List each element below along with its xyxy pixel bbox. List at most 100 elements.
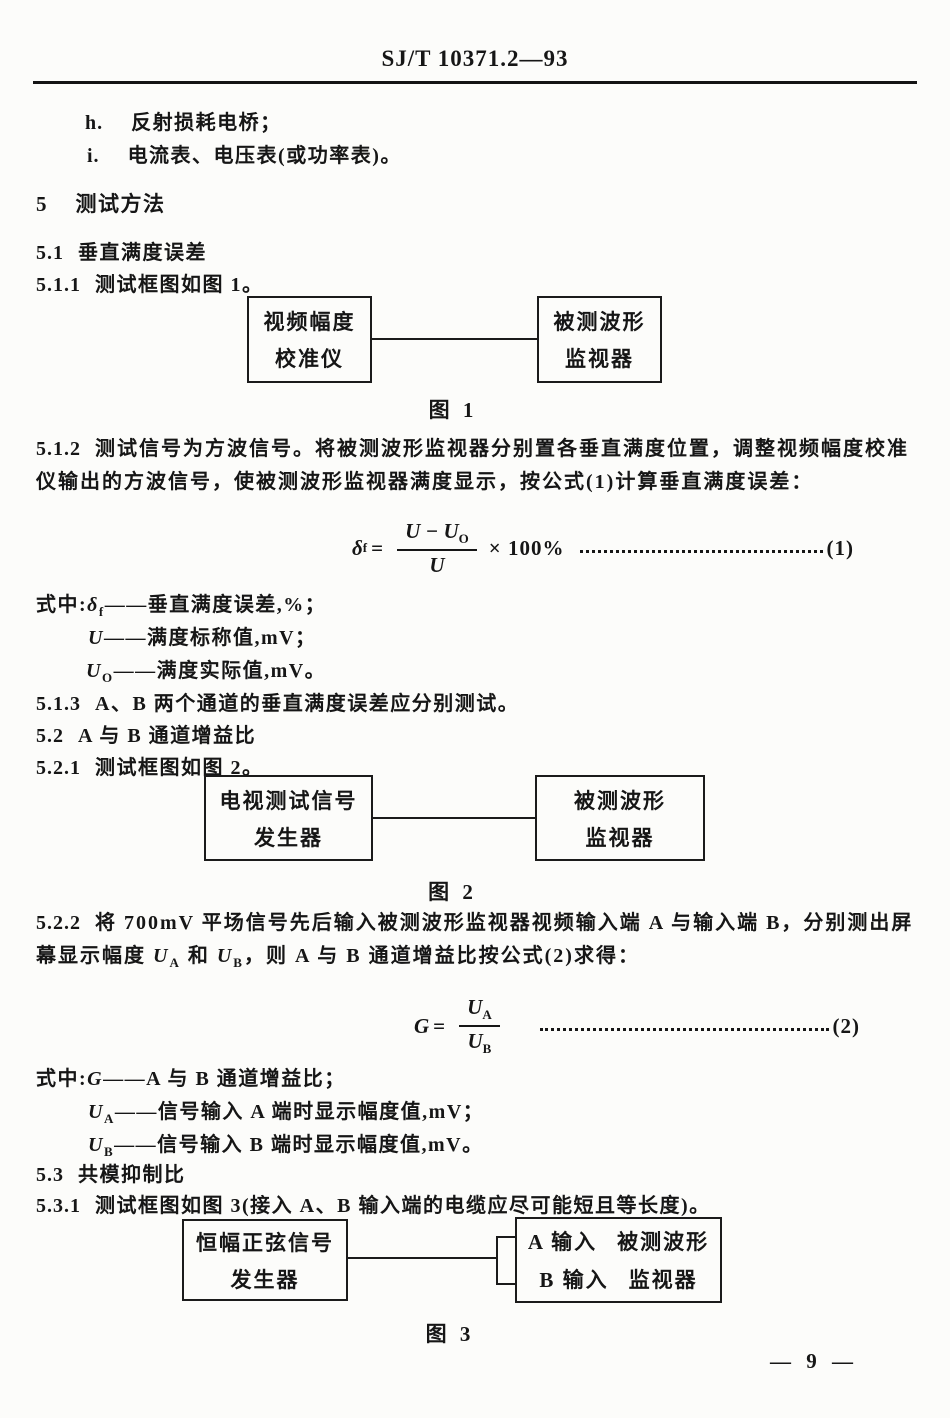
equation-number-2: (2) bbox=[832, 1013, 860, 1038]
input-b-label: B 输入 bbox=[539, 1268, 609, 1292]
box-label-row: B 输入 监视器 bbox=[539, 1264, 697, 1294]
inline-symbol-sub: A bbox=[169, 955, 181, 970]
fraction-denominator: U bbox=[429, 553, 445, 577]
where-dash: —— bbox=[114, 1134, 158, 1156]
clause-text: 和 bbox=[180, 945, 217, 967]
inline-symbol-sub: B bbox=[233, 955, 244, 970]
section-heading-5-2: 5.2 A 与 B 通道增益比 bbox=[36, 719, 256, 748]
figure-1-left-box: 视频幅度 校准仪 bbox=[247, 296, 372, 383]
where-dash: —— bbox=[114, 1101, 158, 1123]
fraction-numerator-sub: O bbox=[458, 531, 469, 547]
where-symbol: U bbox=[88, 1101, 104, 1123]
fraction-denominator-sub: B bbox=[482, 1041, 492, 1057]
where-symbol-sub: O bbox=[101, 670, 114, 685]
box-label-line: 监视器 bbox=[628, 1268, 698, 1292]
section-number: 5.1 bbox=[36, 242, 64, 264]
where-text: 信号输入 A 端时显示幅度值,mV； bbox=[157, 1101, 485, 1123]
fraction-denominator: U bbox=[467, 1029, 483, 1053]
figure-3-bracket-top-stub bbox=[496, 1236, 516, 1238]
where-text: 垂直满度误差,%； bbox=[147, 594, 327, 616]
figure-1-caption: 图 1 bbox=[428, 398, 478, 422]
formula-1-symbol-sub: f bbox=[362, 540, 368, 555]
section-title: 垂直满度误差 bbox=[78, 242, 207, 264]
where-2-row-1: UA——信号输入 A 端时显示幅度值,mV； bbox=[88, 1095, 484, 1127]
section-heading-5-1: 5.1 垂直满度误差 bbox=[36, 236, 207, 265]
figure-3-right-box: A 输入 被测波形 B 输入 监视器 bbox=[515, 1217, 722, 1303]
formula-1-symbol: δ bbox=[352, 535, 363, 560]
section-title: A 与 B 通道增益比 bbox=[78, 725, 257, 747]
clause-text: 将 700mV 平场信号先后输入被测波形监视器视频输入端 A 与输入端 B，分别… bbox=[95, 912, 914, 934]
clause-text: 测试框图如图 1。 bbox=[95, 274, 264, 296]
formula-2-symbol: G bbox=[414, 1013, 430, 1038]
header-rule bbox=[33, 81, 917, 84]
box-label-line: 监视器 bbox=[585, 825, 655, 850]
clause-number: 5.1.2 bbox=[36, 438, 81, 460]
where-symbol: U bbox=[88, 627, 104, 649]
figure-3-bracket-bottom-stub bbox=[496, 1283, 516, 1285]
box-label-line: 视频幅度 bbox=[263, 310, 356, 334]
where-symbol: U bbox=[86, 660, 102, 682]
paragraph-5-2-1: 5.2.1 测试框图如图 2。 bbox=[36, 751, 264, 780]
inline-symbol: U bbox=[153, 945, 170, 967]
figure-2-connector bbox=[371, 817, 535, 819]
equipment-item-h: h.反射损耗电桥； bbox=[85, 106, 282, 135]
clause-text: 幕显示幅度 bbox=[36, 945, 153, 967]
where-symbol: G bbox=[87, 1068, 104, 1090]
section-number: 5 bbox=[36, 192, 48, 216]
box-label-line: 恒幅正弦信号 bbox=[196, 1230, 334, 1255]
fraction-numerator-sub: A bbox=[482, 1007, 492, 1023]
clause-text: 测试框图如图 2。 bbox=[95, 757, 264, 779]
figure-3-caption: 图 3 bbox=[425, 1322, 475, 1346]
clause-text: A、B 两个通道的垂直满度误差应分别测试。 bbox=[95, 693, 520, 715]
clause-number: 5.3.1 bbox=[36, 1195, 81, 1217]
where-symbol: δ bbox=[87, 594, 99, 616]
item-text: 电流表、电压表(或功率表)。 bbox=[127, 145, 402, 167]
paragraph-5-1-3: 5.1.3 A、B 两个通道的垂直满度误差应分别测试。 bbox=[36, 687, 519, 716]
figure-1-connector bbox=[370, 338, 537, 340]
where-text: A 与 B 通道增益比； bbox=[146, 1068, 346, 1090]
figure-3-connector bbox=[346, 1257, 497, 1259]
fraction-numerator: U bbox=[467, 994, 483, 1019]
where-dash: —— bbox=[104, 594, 148, 616]
item-label: i. bbox=[87, 145, 100, 167]
figure-2-left-box: 电视测试信号 发生器 bbox=[204, 775, 373, 861]
formula-2-fraction: UA UB bbox=[459, 995, 500, 1057]
section-number: 5.2 bbox=[36, 725, 64, 747]
box-label-row: A 输入 被测波形 bbox=[528, 1226, 709, 1256]
where-1-row-0: 式中:δf——垂直满度误差,%； bbox=[36, 588, 326, 620]
equals-sign: = bbox=[433, 1013, 446, 1038]
where-2-row-2: UB——信号输入 B 端时显示幅度值,mV。 bbox=[88, 1128, 484, 1160]
clause-text: 测试信号为方波信号。将被测波形监视器分别置各垂直满度位置，调整视频幅度校准 bbox=[95, 438, 909, 460]
where-1-row-2: UO——满度实际值,mV。 bbox=[86, 654, 326, 686]
clause-number: 5.2.1 bbox=[36, 757, 81, 779]
clause-text: ，则 A 与 B 通道增益比按公式(2)求得： bbox=[243, 945, 640, 967]
section-title: 共模抑制比 bbox=[78, 1164, 186, 1186]
equals-sign: = bbox=[371, 535, 384, 560]
item-label: h. bbox=[85, 112, 104, 134]
box-label-line: 发生器 bbox=[254, 825, 323, 850]
paragraph-5-2-2-line2: 幕显示幅度 UA 和 UB，则 A 与 B 通道增益比按公式(2)求得： bbox=[36, 939, 640, 971]
equation-number-1: (1) bbox=[826, 535, 854, 560]
where-1-row-1: U——满度标称值,mV； bbox=[88, 621, 317, 653]
formula-2: G = UA UB (2) bbox=[414, 995, 860, 1057]
box-label-line: 监视器 bbox=[565, 347, 634, 371]
page-number: — 9 — bbox=[770, 1349, 853, 1373]
where-text: 信号输入 B 端时显示幅度值,mV。 bbox=[157, 1134, 484, 1156]
figure-1-right-box: 被测波形 监视器 bbox=[537, 296, 662, 383]
figure-2-caption: 图 2 bbox=[428, 880, 477, 904]
dot-leader bbox=[580, 549, 823, 553]
where-symbol-sub: A bbox=[103, 1111, 115, 1126]
box-label-line: 校准仪 bbox=[275, 347, 344, 371]
formula-1-fraction: U − UO U bbox=[397, 519, 477, 577]
where-prefix: 式中: bbox=[36, 594, 88, 616]
box-label-line: 被测波形 bbox=[574, 788, 666, 813]
standard-number: SJ/T 10371.2—93 bbox=[381, 46, 569, 71]
clause-number: 5.1.3 bbox=[36, 693, 81, 715]
where-text: 满度标称值,mV； bbox=[146, 627, 317, 649]
where-symbol-sub: B bbox=[103, 1144, 115, 1159]
where-2-row-0: 式中:G——A 与 B 通道增益比； bbox=[36, 1062, 346, 1094]
